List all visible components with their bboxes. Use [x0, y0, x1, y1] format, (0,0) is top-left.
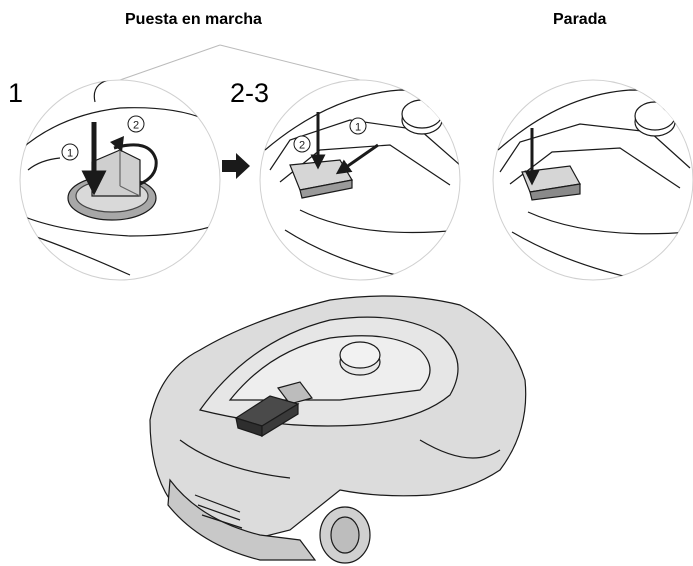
badge-label: 1	[67, 148, 73, 160]
circled-number-2-icon: 2	[127, 115, 145, 133]
circled-number-1-icon: 1	[349, 117, 367, 135]
badge-label: 2	[299, 140, 305, 152]
robotic-mower-illustration	[149, 295, 527, 564]
detail-circle-press-button	[259, 79, 461, 281]
detail-circle-start-switch	[19, 79, 221, 281]
heading-start: Puesta en marcha	[125, 11, 262, 28]
heading-stop: Parada	[553, 11, 607, 28]
step-label-2-3: 2-3	[230, 78, 270, 108]
badge-label: 1	[355, 122, 361, 134]
step-label-1: 1	[8, 78, 24, 108]
detail-circle-stop	[492, 79, 693, 281]
right-arrow	[222, 153, 250, 179]
rotate-arrow	[113, 143, 158, 186]
circled-number-2-icon: 2	[293, 135, 311, 153]
guide-lines	[119, 44, 361, 81]
circled-number-1-icon: 1	[61, 143, 79, 161]
badge-label: 2	[133, 120, 139, 132]
